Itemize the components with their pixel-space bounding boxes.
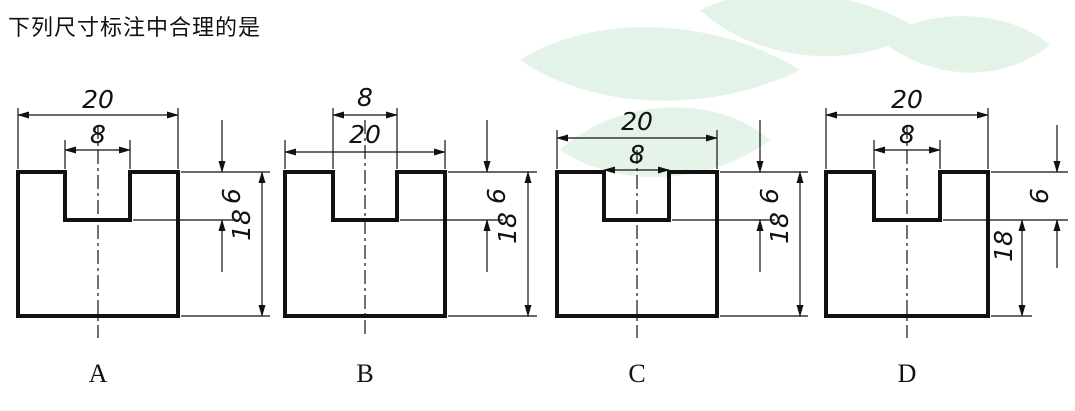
choice-label-A: A (89, 359, 108, 388)
choice-label-B: B (356, 359, 373, 388)
depth-dimension-text: 6 (482, 188, 511, 204)
depth-dimension-text: 6 (1025, 188, 1054, 204)
figure-C (555, 120, 808, 338)
part-outline (824, 170, 990, 318)
depth-dimension-text: 6 (217, 188, 246, 204)
slot-dimension-text: 8 (90, 120, 106, 149)
slot-dimension-text: 8 (899, 120, 915, 149)
choice-label-C: C (628, 359, 645, 388)
height-dimension-text: 18 (989, 230, 1018, 262)
part-outline (283, 170, 447, 318)
width-dimension-text: 20 (621, 107, 653, 136)
width-dimension-text: 20 (891, 85, 923, 114)
width-dimension-text: 20 (349, 120, 381, 149)
figure-A (16, 108, 270, 338)
figure-B (283, 108, 537, 338)
choice-label-D: D (898, 359, 917, 388)
slot-dimension-text: 8 (629, 140, 645, 169)
width-dimension-text: 20 (82, 85, 114, 114)
part-outline (16, 170, 180, 318)
slot-dimension-text: 8 (357, 83, 373, 112)
figure-D (824, 108, 1068, 338)
watermark-leaf (520, 0, 1050, 178)
height-dimension-text: 18 (765, 212, 794, 244)
question-text: 下列尺寸标注中合理的是 (8, 16, 262, 41)
height-dimension-text: 18 (227, 209, 256, 241)
height-dimension-text: 18 (493, 212, 522, 244)
depth-dimension-text: 6 (755, 188, 784, 204)
